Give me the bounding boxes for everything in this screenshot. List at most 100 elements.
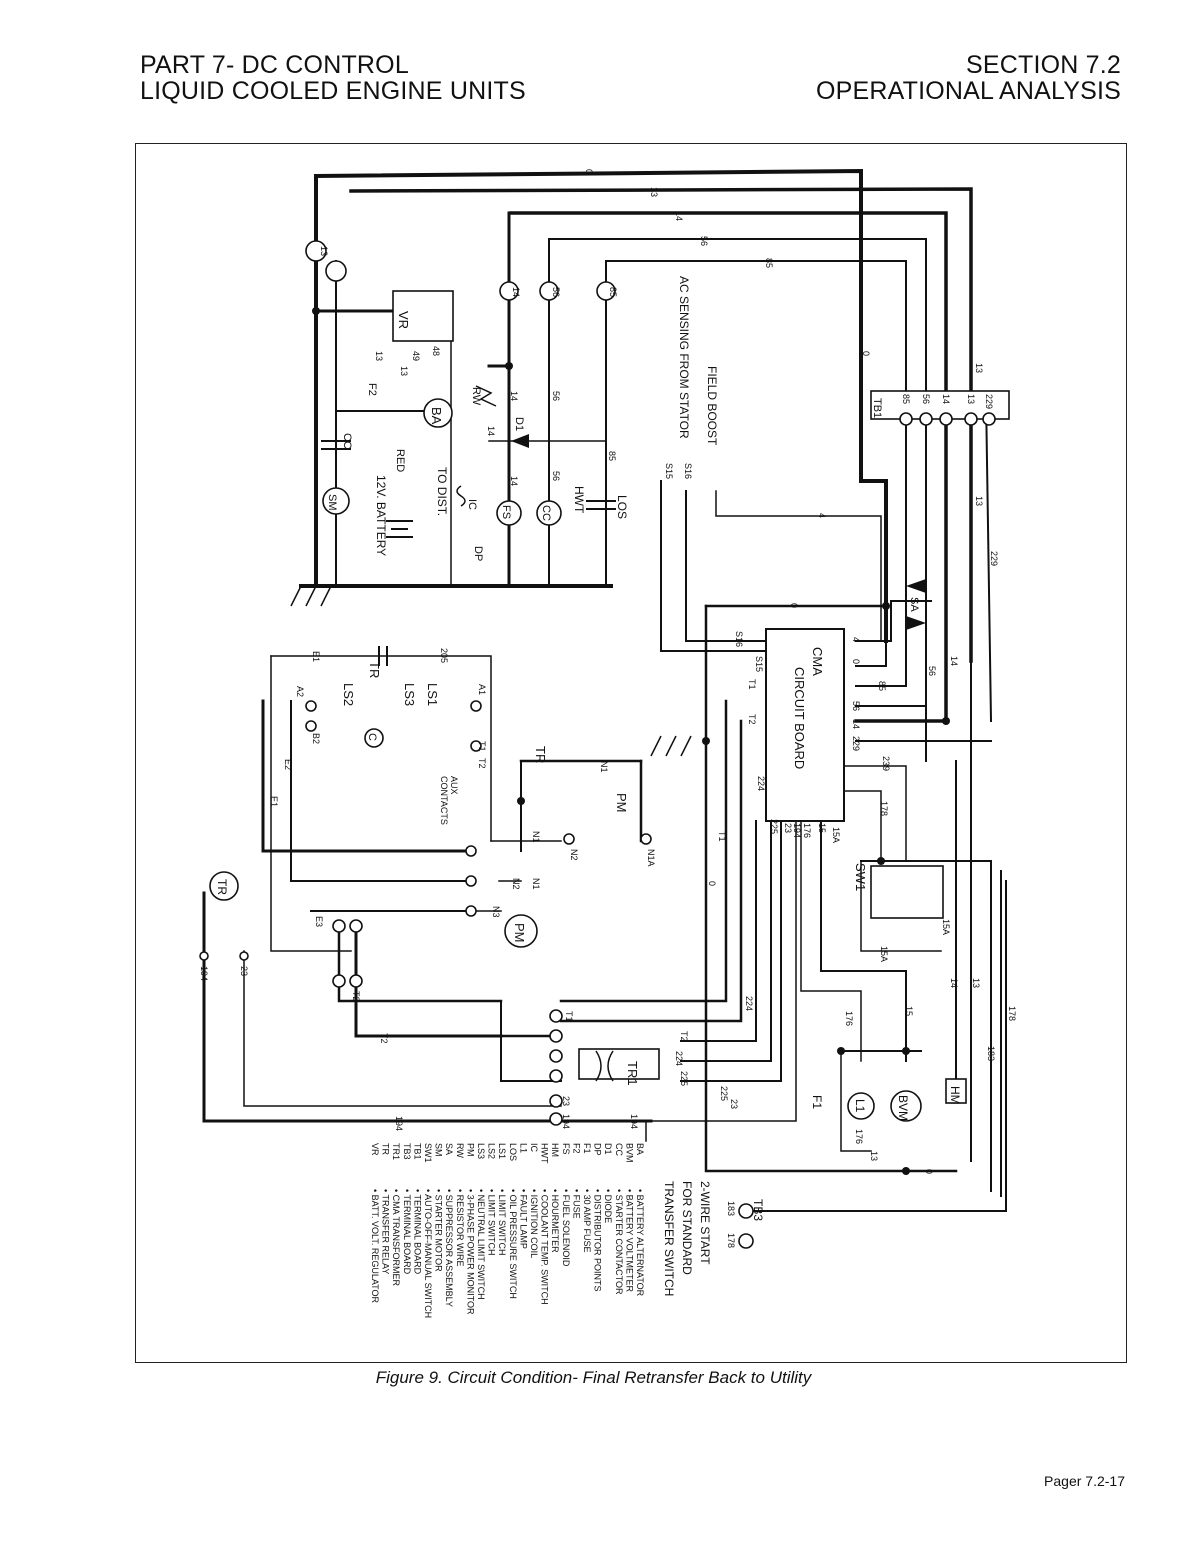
ls1-label-t2: T2 [477,758,487,769]
sm-label: SM [326,494,338,511]
legend-code-tr: TR [381,1143,391,1155]
terminal-14-circle [499,281,519,301]
header-right: SECTION 7.2 OPERATIONAL ANALYSIS [816,52,1121,104]
legend-code-tb1: TB1 [412,1143,422,1160]
cc-label: CC [540,505,552,521]
legend-code-f2: F2 [571,1143,581,1154]
terminal-label-23: 23 [561,1096,571,1106]
cma-pin-239: 239 [881,756,891,771]
contact-e3-a [332,919,346,933]
cma-pin-t2: T2 [747,714,757,725]
tr1-label-225: 225 [679,1071,689,1086]
component-symbols [199,240,1010,1249]
ls2-label: LS2 [341,683,356,706]
wire-label-0-bottom: 0 [924,1169,934,1174]
coil-c-label: C [366,733,378,741]
terminal-t1 [549,1009,563,1023]
sw1-label-15a: 15A [941,919,951,935]
contact-t-a [332,974,346,988]
legend-code-ls2: LS2 [487,1143,497,1159]
legend-code-ls1: LS1 [497,1143,507,1159]
battery-label: 12V. BATTERY [374,475,388,556]
legend-desc-pm: • 3-PHASE POWER MONITOR [465,1189,475,1315]
wire-label-n1-top: N1 [599,761,609,773]
legend-desc-hwt: • COOLANT TEMP. SWITCH [540,1189,550,1305]
legend-desc-tr1: • CMA TRANSFORMER [391,1189,401,1286]
wire-label-194-left: 194 [394,1116,404,1131]
legend-desc-sw1: • AUTO-OFF-MANUAL SWITCH [423,1189,433,1318]
wire-label-13-right: 13 [974,363,984,373]
cma-pin-s15: S15 [754,656,764,672]
wire-label-85-top: 85 [764,258,774,268]
wire-label-14-rw: 14 [486,426,496,436]
tb3-terminal-178 [738,1233,754,1249]
cma-pin-194: 194 [792,823,802,838]
terminal-194 [549,1112,563,1126]
wire-label-13-f2: 13 [374,351,384,361]
hwt-label: HWT [572,486,586,514]
diode-d1-mark [511,434,529,448]
terminal-13-circle [305,240,327,262]
legend-code-sa: SA [444,1143,454,1155]
cma-pin-229: 229 [851,736,861,751]
hourmeter-box [945,1078,967,1104]
f2-label: F2 [366,383,378,396]
sw1-label-15a-low: 15A [879,946,889,962]
fuel-solenoid-circle [496,500,522,526]
aux-contact-a [465,845,477,857]
wire-label-15-lower: 15 [904,1006,914,1016]
wire-label-178-lower: 178 [1007,1006,1017,1021]
figure-caption: Figure 9. Circuit Condition- Final Retra… [375,1368,812,1387]
tb1-label-13: 13 [966,394,976,404]
legend-desc-los: • OIL PRESSURE SWITCH [508,1189,518,1299]
cma-pin-224: 224 [756,776,766,791]
ls2-contact-a2 [305,700,317,712]
dp-label: DP [472,546,484,561]
cma-pin-4: 4 [851,637,861,642]
legend-code-fs: FS [561,1143,571,1155]
two-wire-line2: FOR STANDARD [680,1181,694,1275]
terminal-85-circle [596,281,616,301]
legend-code-ic: IC [529,1143,539,1153]
legend-desc-f2: • FUSE [571,1189,581,1219]
wire-label-176-l1: 176 [854,1129,864,1144]
terminal-225 [549,1069,563,1083]
voltage-regulator-box [392,290,454,342]
legend-code-hwt: HWT [540,1143,550,1164]
power-monitor-circle [504,914,538,948]
starter-motor-circle [322,487,350,515]
ls2-label-b2: B2 [311,733,321,744]
pm-circle-label: PM [512,923,527,943]
sw1-label: SW1 [853,863,868,891]
wire-label-176-lower: 176 [844,1011,854,1026]
tb1-label-56: 56 [921,394,931,404]
wire-label-e1-side: E1 [269,796,279,807]
legend-desc-hm: • HOURMETER [550,1189,560,1253]
tb1-label-229: 229 [984,394,994,409]
legend-code-d1: D1 [603,1143,613,1155]
legend-desc-l1: • FAULT LAMP [518,1189,528,1249]
header-part-title: PART 7- DC CONTROL [140,51,409,79]
starter-contactor-circle [536,500,562,526]
legend-desc-ba: • BATTERY ALTERNATOR [635,1189,645,1297]
terminal-13b-circle [325,260,347,282]
diagram-frame: 0 13 14 56 85 13 14 56 85 14 56 56 85 14… [135,143,1127,1363]
terminal-label-194: 194 [561,1114,571,1129]
los-label: LOS [615,495,629,519]
wire-label-56-top: 56 [699,236,709,246]
legend-desc-ic: • IGNITION COIL [529,1189,539,1258]
to-dist-label: TO DIST. [435,467,449,516]
wire-label-14-low: 14 [509,476,519,486]
terminal-label-n1a: N1A [646,849,656,867]
wire-label-n2-low: N2 [511,878,521,890]
coil-label-23: 23 [239,966,249,976]
suppressor-a-mark [906,579,926,593]
circle-label-85: 85 [608,287,618,297]
ba-label: BA [429,407,444,425]
cma-board-label: CIRCUIT BOARD [792,667,807,769]
legend-code-bvm: BVM [624,1143,634,1163]
wire-label-225-low: 225 [719,1086,729,1101]
terminal-t2 [549,1029,563,1043]
legend-desc-ls3: • NEUTRAL LIMIT SWITCH [476,1189,486,1300]
field-boost-label: FIELD BOOST [705,366,719,446]
